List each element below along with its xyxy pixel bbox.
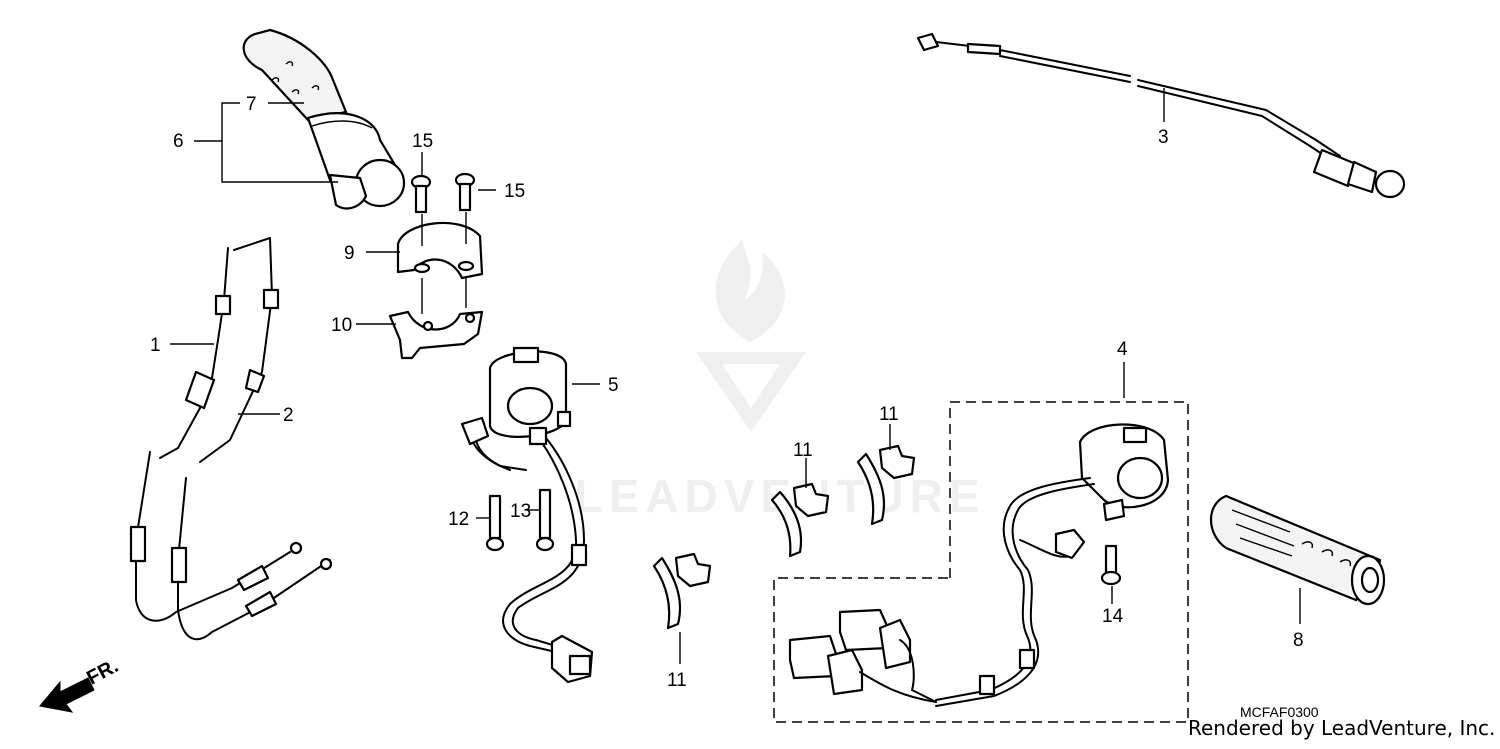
diagram-code: MCFAF0300 — [1240, 704, 1319, 720]
throttle-housing-upper — [396, 221, 484, 280]
callout-11-right: 11 — [879, 404, 899, 425]
front-direction-indicator: FR. — [39, 655, 122, 713]
watermark: LEADVENTURE — [574, 240, 980, 522]
callout-8: 8 — [1293, 630, 1304, 651]
callout-labels: 1 2 3 4 5 6 7 8 9 10 11 11 11 12 13 14 1… — [150, 94, 1304, 691]
harness-clamp-11-a — [770, 482, 830, 558]
render-credit: Rendered by LeadVenture, Inc. — [1188, 716, 1496, 740]
callout-1: 1 — [150, 335, 161, 356]
right-handlebar-switch — [460, 346, 594, 684]
callout-11-center: 11 — [793, 440, 813, 461]
screw-15-right — [454, 172, 476, 212]
harness-clamp-11-b — [856, 444, 916, 526]
throttle-grip — [242, 28, 406, 210]
bolt-12 — [485, 494, 505, 552]
throttle-cables — [129, 237, 333, 641]
callout-9: 9 — [344, 243, 355, 264]
callout-4: 4 — [1117, 339, 1128, 360]
callout-15-top: 15 — [412, 131, 433, 152]
left-handlebar-switch — [773, 401, 1189, 723]
leader-lines — [170, 88, 1301, 664]
harness-clamp-11-c — [652, 552, 712, 630]
v-mark-icon — [696, 352, 806, 432]
callout-6: 6 — [173, 131, 184, 152]
screw-15-left — [410, 174, 432, 214]
callout-11-bottom: 11 — [667, 670, 687, 691]
callout-12: 12 — [448, 509, 469, 530]
callout-5: 5 — [608, 375, 619, 396]
front-arrow-icon — [39, 677, 95, 713]
callout-15-right: 15 — [504, 181, 525, 202]
bolt-13 — [535, 488, 555, 552]
callout-2: 2 — [283, 405, 294, 426]
callout-10: 10 — [331, 315, 352, 336]
callout-14: 14 — [1102, 606, 1124, 627]
callout-7: 7 — [246, 94, 257, 115]
choke-cable — [916, 32, 1406, 199]
right-grip — [1210, 494, 1386, 606]
flame-icon — [715, 240, 785, 342]
callout-3: 3 — [1158, 127, 1169, 148]
screw-14 — [1100, 544, 1122, 586]
callout-13: 13 — [510, 501, 531, 522]
throttle-housing-lower — [388, 310, 484, 360]
